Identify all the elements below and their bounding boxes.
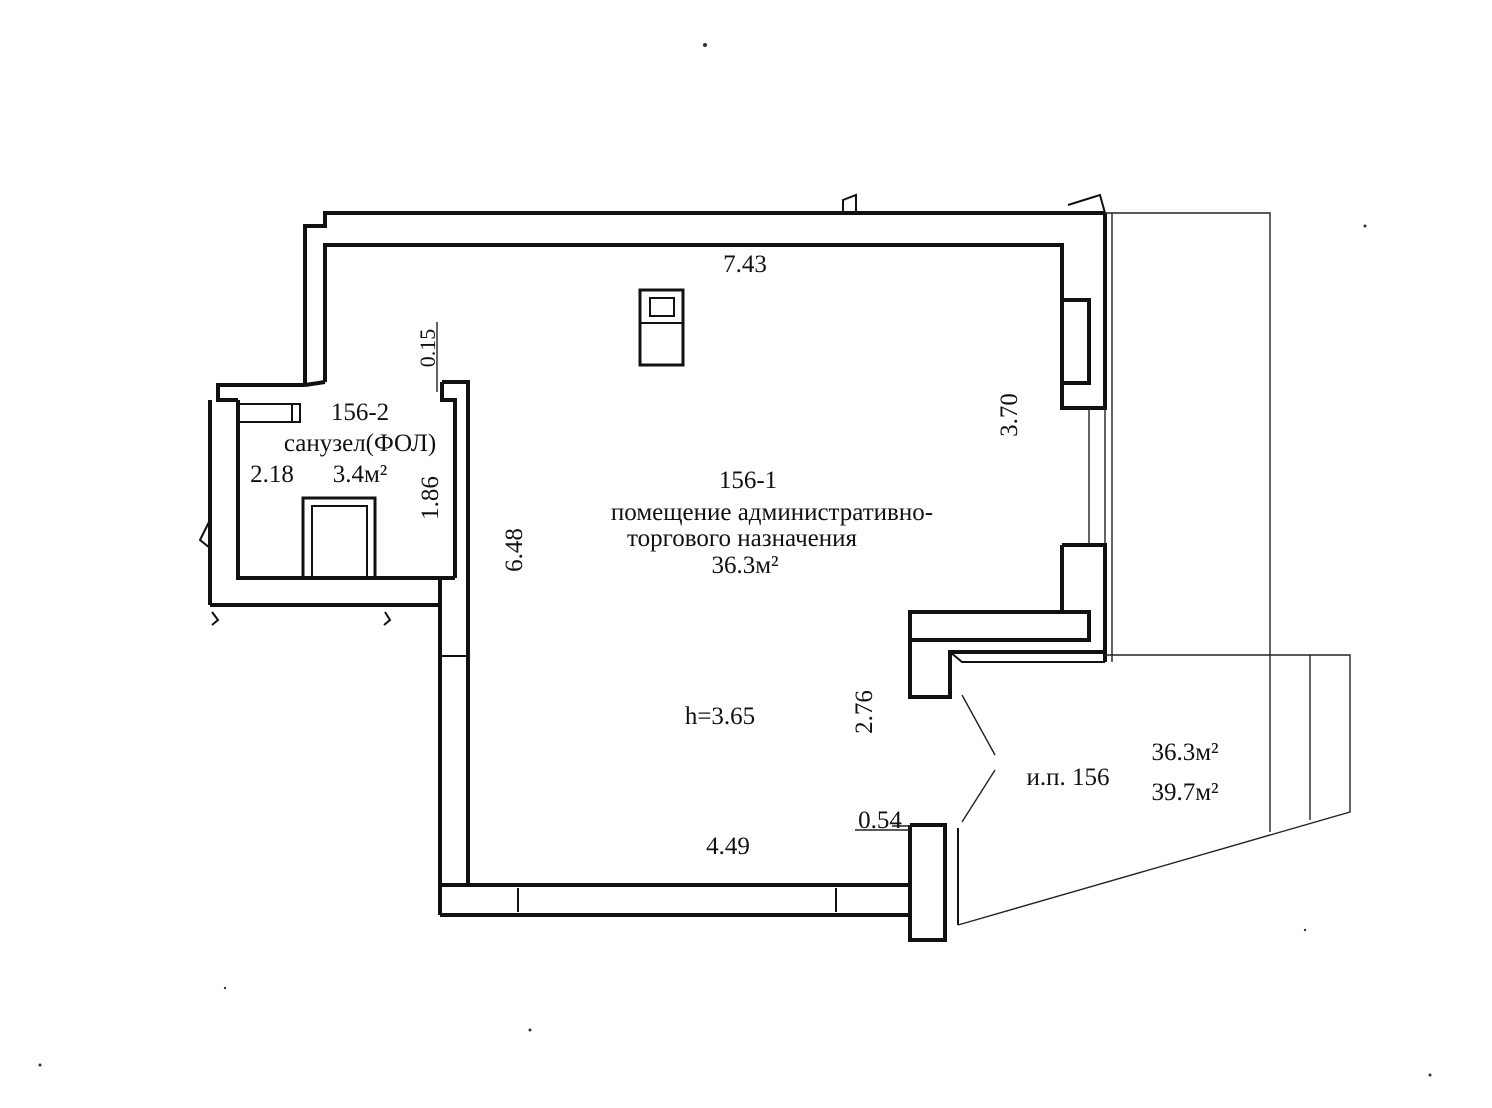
fixtures xyxy=(240,288,685,578)
room-wc-number: 156-2 xyxy=(331,399,389,426)
wc-top-wall xyxy=(216,383,305,402)
room-main-number: 156-1 xyxy=(719,467,777,494)
dim-wc-width: 2.18 xyxy=(250,461,294,488)
entry-leader xyxy=(961,694,996,756)
sink-fixture xyxy=(638,288,685,367)
premises-area-2: 39.7м² xyxy=(1151,779,1218,806)
wc-shelf xyxy=(240,403,301,423)
dimension-leaders xyxy=(436,322,910,831)
scan-specks xyxy=(38,43,1432,1077)
labels: 156-1 помещение административно- торгово… xyxy=(250,251,1218,860)
dim-bottom: 4.49 xyxy=(706,833,750,860)
room-wc-name: санузел(ФОЛ) xyxy=(284,430,436,457)
top-wall-stub xyxy=(842,193,857,213)
dim-top: 7.43 xyxy=(723,251,767,278)
wc-toilet-fixture xyxy=(301,496,377,578)
dim-corner: 0.54 xyxy=(858,807,902,834)
premises-label: и.п. 156 xyxy=(1026,764,1109,791)
room-main-area: 36.3м² xyxy=(711,552,778,579)
room-wc-area: 3.4м² xyxy=(333,461,388,488)
wc-inner-walls xyxy=(236,400,455,580)
dim-wc-height: 1.86 xyxy=(417,476,444,520)
dim-left-main: 6.48 xyxy=(501,528,528,572)
wc-partition xyxy=(442,380,470,390)
right-wall-lower xyxy=(1062,543,1107,662)
dim-entry: 2.76 xyxy=(851,690,878,734)
entry-corner-wall xyxy=(908,823,947,942)
top-inner-wall xyxy=(323,243,1064,382)
exterior-lines xyxy=(957,212,1351,926)
right-wall-top xyxy=(1060,213,1107,410)
top-wall-stub-right xyxy=(1067,193,1106,214)
premises-area-1: 36.3м² xyxy=(1151,739,1218,766)
window-upper xyxy=(1060,298,1091,385)
room-main-name-line2: торгового назначения xyxy=(627,525,857,552)
dim-right: 3.70 xyxy=(996,393,1023,437)
room-main-name-line1: помещение административно- xyxy=(611,499,933,526)
dim-wall-offset: 0.15 xyxy=(415,329,440,368)
walls xyxy=(198,193,1107,942)
room-main-height: h=3.65 xyxy=(685,703,755,730)
entry-recess xyxy=(908,610,1105,699)
top-outer-wall xyxy=(303,211,1105,385)
